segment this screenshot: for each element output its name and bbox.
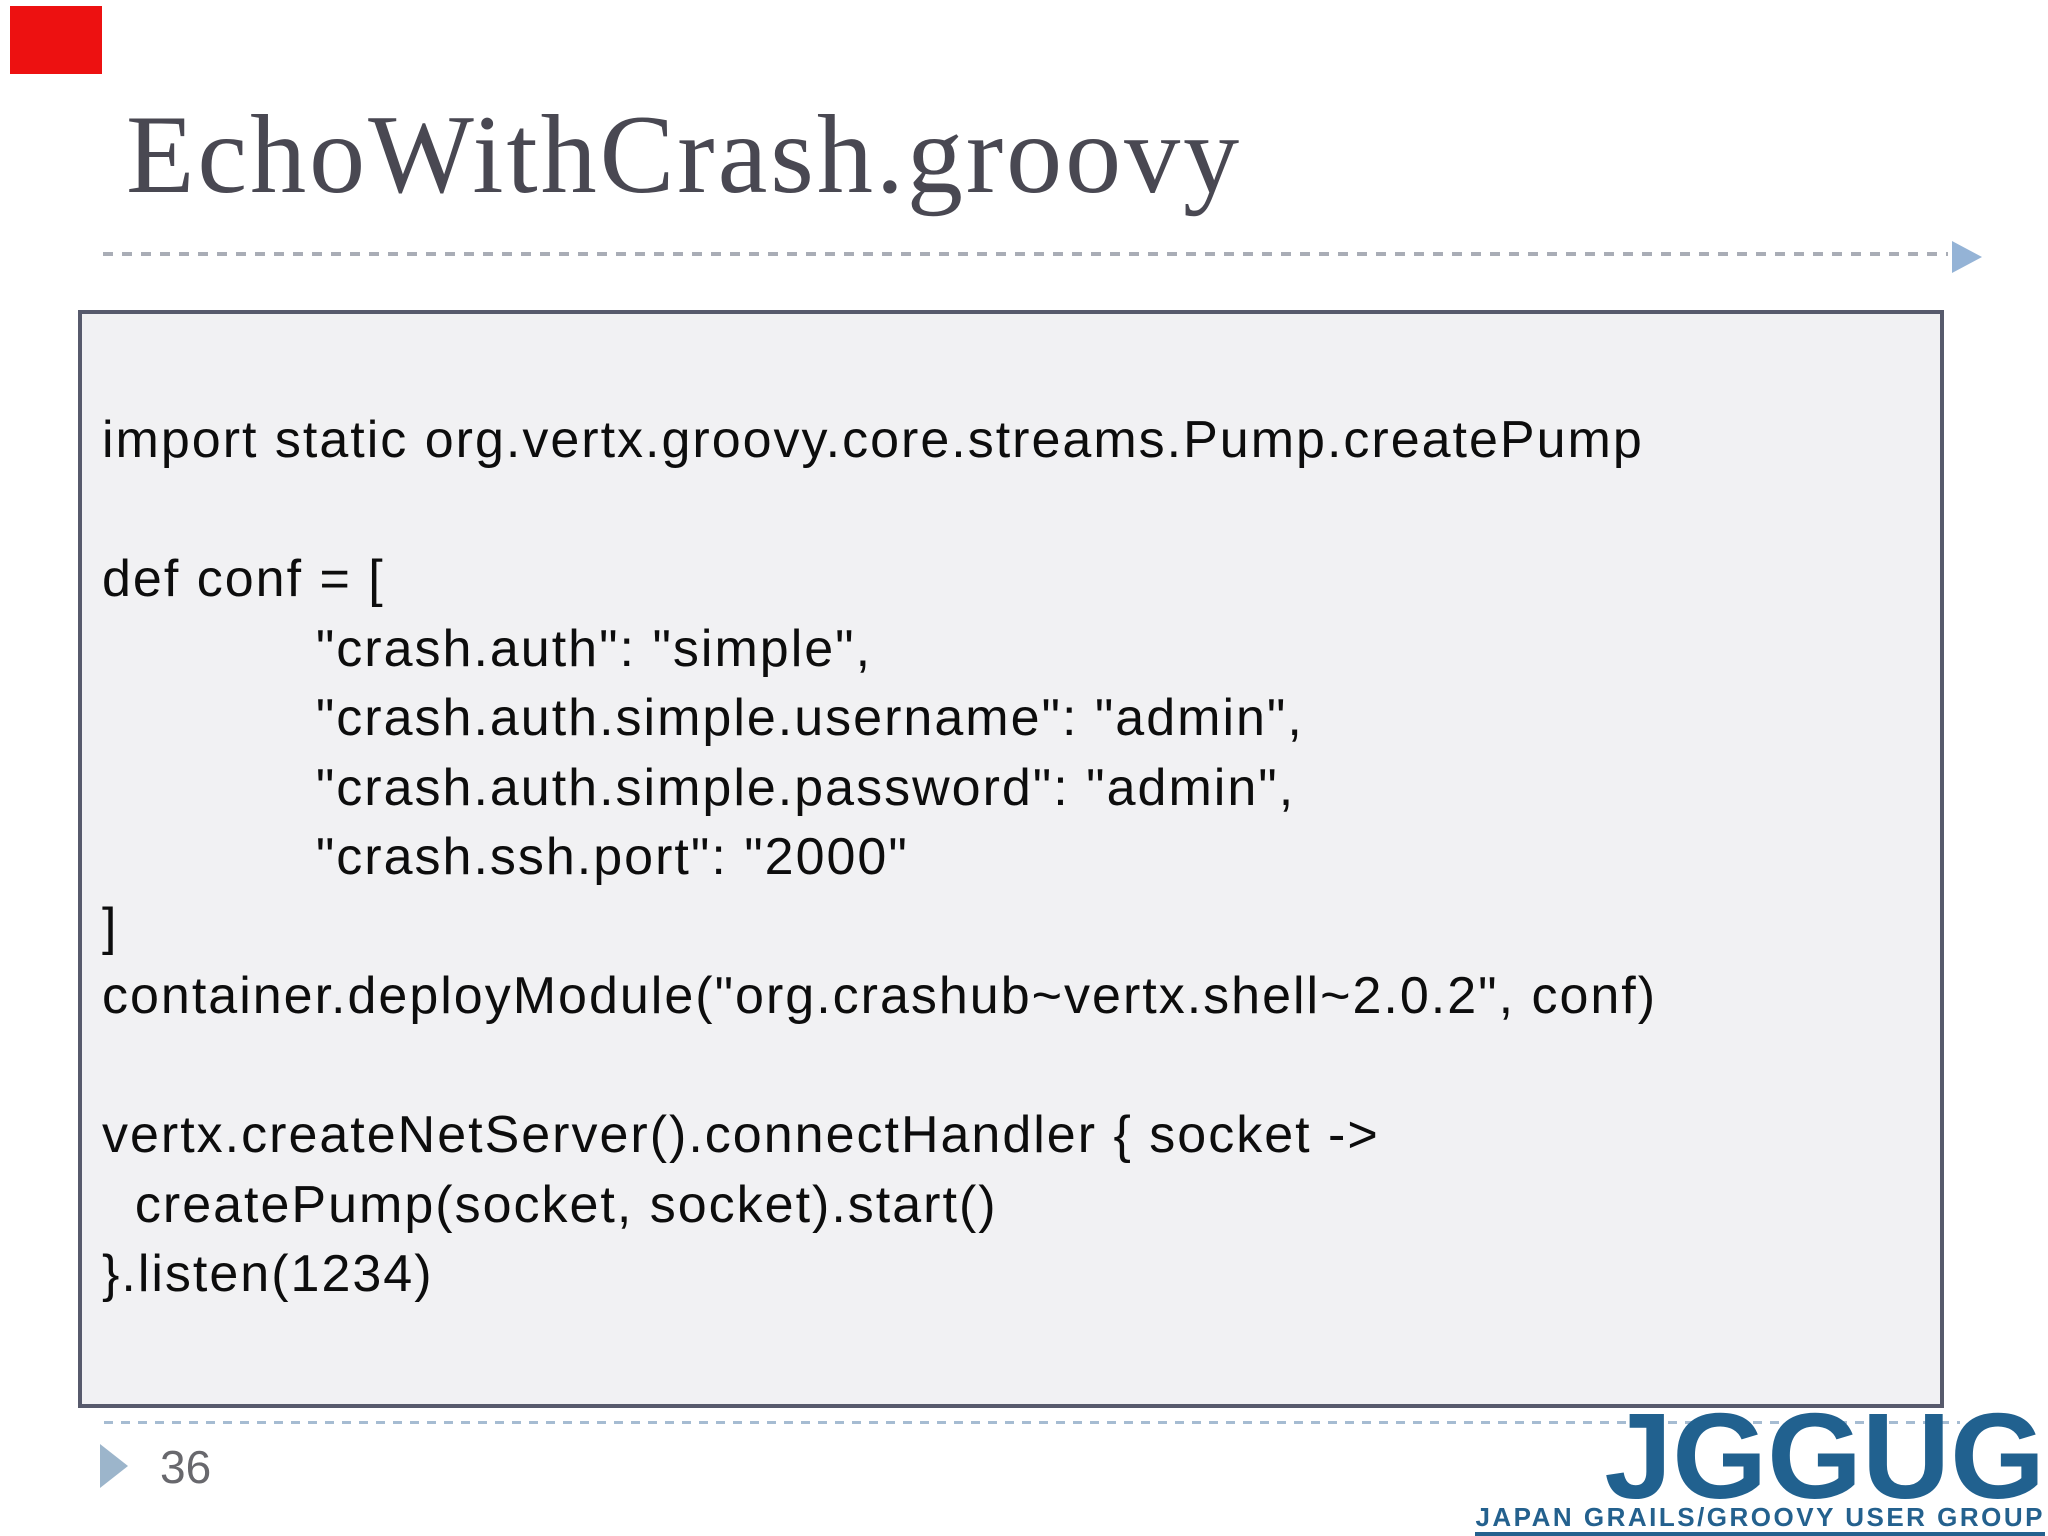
- title-divider: [103, 252, 1948, 256]
- logo-wordmark: JGGUG: [1604, 1388, 2045, 1524]
- right-triangle-bullet-icon: [100, 1444, 128, 1488]
- page-number: 36: [160, 1441, 212, 1493]
- code-panel: import static org.vertx.groovy.core.stre…: [78, 310, 1944, 1408]
- logo-tagline: JAPAN GRAILS/GROOVY USER GROUP: [1475, 1504, 2045, 1536]
- page-title: EchoWithCrash.groovy: [126, 93, 1243, 217]
- jggug-logo: JGGUG JAPAN GRAILS/GROOVY USER GROUP: [1475, 1388, 2045, 1536]
- code-text: import static org.vertx.groovy.core.stre…: [102, 411, 1658, 1303]
- footer-divider: [104, 1421, 1960, 1424]
- right-arrow-icon: [1952, 241, 1982, 273]
- red-marker-icon: [10, 6, 102, 74]
